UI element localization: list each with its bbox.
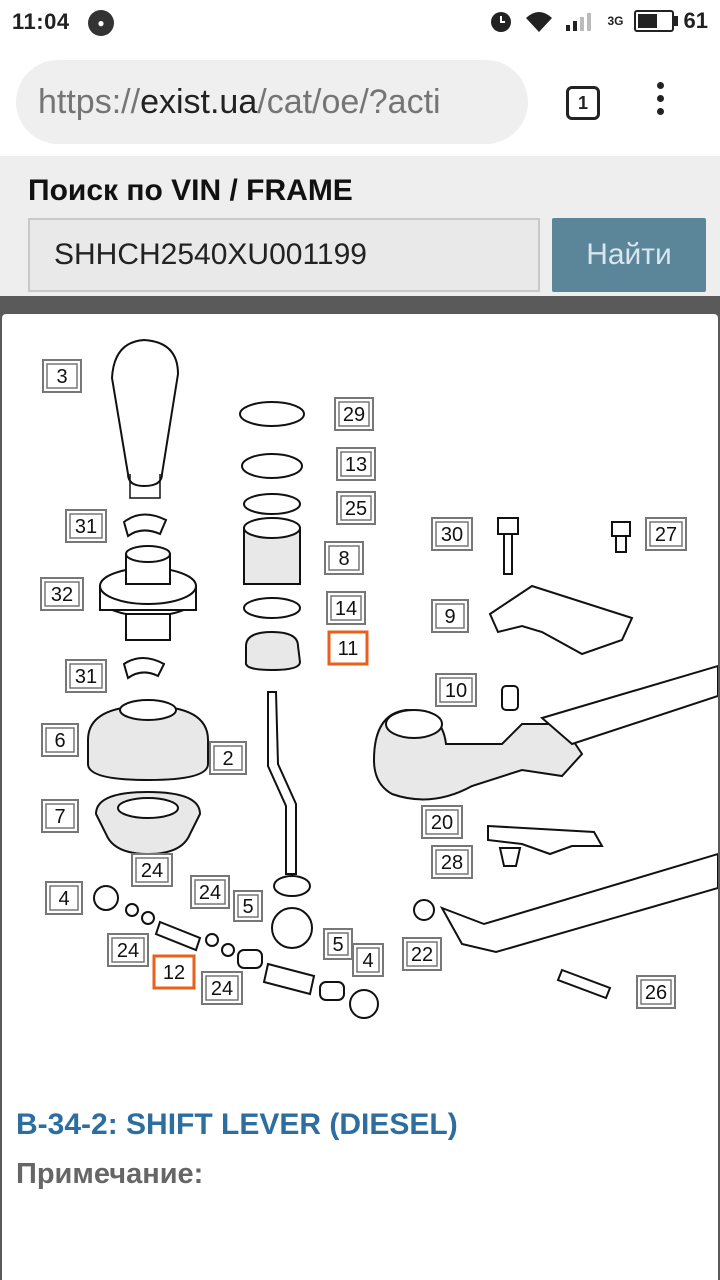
- browser-toolbar: https://exist.ua/cat/oe/?acti 1: [0, 46, 720, 156]
- callout-5[interactable]: 5: [233, 890, 263, 922]
- find-button[interactable]: Найти: [552, 218, 706, 292]
- tab-switcher-button[interactable]: 1: [566, 86, 600, 120]
- callout-6[interactable]: 6: [41, 723, 79, 757]
- callout-29[interactable]: 29: [334, 397, 374, 431]
- svg-text:9: 9: [444, 606, 455, 628]
- part-bushings-left: [93, 885, 435, 1019]
- part-boot-6: [87, 699, 209, 782]
- callout-4[interactable]: 4: [45, 881, 83, 915]
- callout-25[interactable]: 25: [336, 491, 376, 525]
- address-bar[interactable]: https://exist.ua/cat/oe/?acti: [16, 60, 528, 144]
- part-knob: [110, 338, 180, 499]
- svg-text:4: 4: [58, 888, 69, 910]
- svg-text:6: 6: [54, 730, 65, 752]
- battery-level: 61: [683, 8, 708, 33]
- part-boot-32: [99, 545, 197, 641]
- battery-icon: [633, 10, 678, 32]
- alarm-icon: [490, 12, 511, 32]
- svg-text:7: 7: [54, 806, 65, 828]
- callout-12[interactable]: 12: [152, 954, 196, 990]
- callout-24[interactable]: 24: [107, 933, 149, 967]
- callout-2[interactable]: 2: [209, 741, 247, 775]
- svg-text:8: 8: [338, 548, 349, 570]
- callout-31[interactable]: 31: [65, 509, 107, 543]
- callout-11[interactable]: 11: [327, 630, 369, 666]
- callout-7[interactable]: 7: [41, 799, 79, 833]
- callout-24[interactable]: 24: [190, 875, 230, 909]
- callout-5[interactable]: 5: [323, 928, 353, 960]
- signal-icon: [565, 13, 591, 31]
- svg-text:31: 31: [75, 666, 97, 688]
- callout-14[interactable]: 14: [326, 591, 366, 625]
- callout-4[interactable]: 4: [352, 943, 384, 977]
- part-shift-lever: [262, 691, 316, 996]
- diagram-title: B-34-2: SHIFT LEVER (DIESEL): [16, 1108, 458, 1141]
- svg-text:10: 10: [445, 680, 467, 702]
- svg-text:24: 24: [141, 860, 163, 882]
- callout-27[interactable]: 27: [645, 517, 687, 551]
- callout-10[interactable]: 10: [435, 673, 477, 707]
- note-label: Примечание:: [16, 1158, 204, 1190]
- svg-text:5: 5: [242, 896, 253, 918]
- svg-text:25: 25: [345, 498, 367, 520]
- url-host: exist.ua: [140, 83, 258, 121]
- vin-search-panel: Поиск по VIN / FRAME SHHCH2540XU001199 Н…: [0, 156, 720, 296]
- callout-31[interactable]: 31: [65, 659, 107, 693]
- svg-text:28: 28: [441, 852, 463, 874]
- svg-text:14: 14: [335, 598, 357, 620]
- callout-32[interactable]: 32: [40, 577, 84, 611]
- chat-bubble-icon: ●: [88, 10, 114, 36]
- part-boot-7: [94, 790, 202, 856]
- svg-text:11: 11: [338, 638, 359, 660]
- part-clip-lower: [122, 657, 166, 680]
- part-bracket-9: [488, 584, 634, 656]
- svg-text:22: 22: [411, 944, 433, 966]
- callout-26[interactable]: 26: [636, 975, 676, 1009]
- callout-8[interactable]: 8: [324, 541, 364, 575]
- svg-text:26: 26: [645, 982, 667, 1004]
- svg-text:27: 27: [655, 524, 677, 546]
- callout-20[interactable]: 20: [421, 805, 463, 839]
- menu-dots-icon[interactable]: [654, 82, 666, 122]
- part-clip-upper: [122, 513, 168, 538]
- svg-text:13: 13: [345, 454, 367, 476]
- svg-text:20: 20: [431, 812, 453, 834]
- callout-3[interactable]: 3: [42, 359, 82, 393]
- svg-text:29: 29: [343, 404, 365, 426]
- callout-28[interactable]: 28: [431, 845, 473, 879]
- svg-text:32: 32: [51, 584, 73, 606]
- status-icons: 3G 61: [488, 8, 708, 34]
- status-time: 11:04: [12, 9, 70, 34]
- part-bolts: [497, 517, 631, 1000]
- vin-input[interactable]: SHHCH2540XU001199: [28, 218, 540, 292]
- url-scheme: https://: [38, 83, 141, 121]
- search-title: Поиск по VIN / FRAME: [28, 174, 353, 207]
- url-path: /cat/oe/?acti: [257, 83, 441, 121]
- svg-text:31: 31: [75, 516, 97, 538]
- callout-22[interactable]: 22: [402, 937, 442, 971]
- callout-24[interactable]: 24: [201, 971, 243, 1005]
- wifi-icon: [525, 12, 552, 32]
- svg-text:2: 2: [222, 748, 233, 770]
- callout-9[interactable]: 9: [431, 599, 469, 633]
- part-shift-arm: [372, 664, 718, 954]
- svg-text:5: 5: [332, 934, 343, 956]
- svg-text:24: 24: [117, 940, 139, 962]
- callout-30[interactable]: 30: [431, 517, 473, 551]
- svg-text:24: 24: [199, 882, 221, 904]
- svg-text:12: 12: [163, 962, 185, 984]
- svg-text:24: 24: [211, 978, 233, 1000]
- svg-text:30: 30: [441, 524, 463, 546]
- status-bar: 11:04 ● 3G 61: [0, 0, 720, 46]
- svg-text:3: 3: [56, 366, 67, 388]
- callout-24[interactable]: 24: [131, 853, 173, 887]
- network-type: 3G: [607, 14, 624, 28]
- svg-text:4: 4: [362, 950, 373, 972]
- callout-13[interactable]: 13: [336, 447, 376, 481]
- part-rings: [239, 401, 305, 672]
